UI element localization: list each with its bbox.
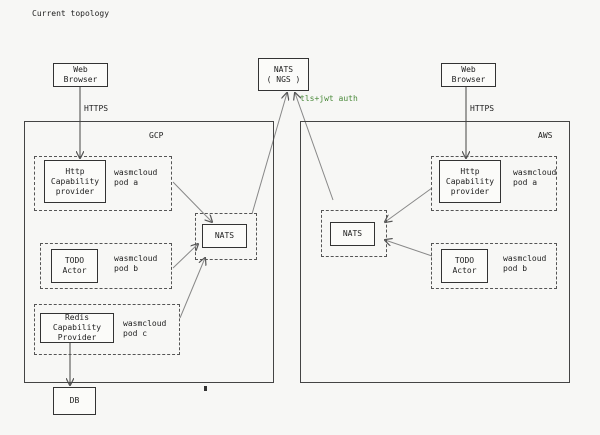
aws-todo-actor: TODO Actor <box>441 249 488 283</box>
gcp-region <box>24 121 274 383</box>
aws-https-label: HTTPS <box>470 104 495 113</box>
aws-pod-a <box>431 156 557 211</box>
gcp-web-browser: Web Browser <box>53 63 108 87</box>
auth-edge-label: tls+jwt auth <box>300 94 358 103</box>
aws-pod-a-label: wasmcloud pod a <box>513 168 557 187</box>
ngs-box: NATS ( NGS ) <box>258 58 309 91</box>
gcp-pod-b-label: wasmcloud pod b <box>114 254 158 273</box>
aws-web-browser: Web Browser <box>441 63 496 87</box>
aws-nats-group <box>321 210 387 257</box>
gcp-pod-c-label: wasmcloud pod c <box>123 319 167 338</box>
aws-nats: NATS <box>330 222 375 246</box>
gcp-https-label: HTTPS <box>84 104 109 113</box>
aws-pod-b-to-nats <box>385 240 433 257</box>
aws-pod-a-to-nats <box>385 187 433 222</box>
gcp-nats-group <box>195 213 257 260</box>
gcp-nats-to-ngs <box>251 93 287 215</box>
gcp-pod-a <box>34 156 172 211</box>
page-title: Current topology <box>32 9 110 18</box>
db-box: DB <box>53 387 96 415</box>
gcp-pod-b-to-nats <box>172 244 198 269</box>
aws-pod-b <box>431 243 557 289</box>
gcp-todo-actor: TODO Actor <box>51 249 98 283</box>
aws-http-provider: Http Capability provider <box>439 160 501 203</box>
gcp-nats: NATS <box>202 224 247 248</box>
gcp-pod-a-label: wasmcloud pod a <box>114 168 158 187</box>
gcp-pod-a-to-nats <box>172 181 212 222</box>
gcp-pod-c-to-nats <box>179 258 205 319</box>
aws-pod-b-label: wasmcloud pod b <box>503 254 547 273</box>
gcp-region-label: GCP <box>149 131 164 140</box>
gcp-pod-b <box>40 243 172 289</box>
gcp-http-provider: Http Capability provider <box>44 160 106 203</box>
aws-region-label: AWS <box>538 131 553 140</box>
gcp-pod-c <box>34 304 180 355</box>
aws-region <box>300 121 570 383</box>
cursor-mark <box>204 386 207 391</box>
aws-nats-to-ngs <box>295 93 334 201</box>
gcp-redis-provider: Redis Capability Provider <box>40 313 114 343</box>
